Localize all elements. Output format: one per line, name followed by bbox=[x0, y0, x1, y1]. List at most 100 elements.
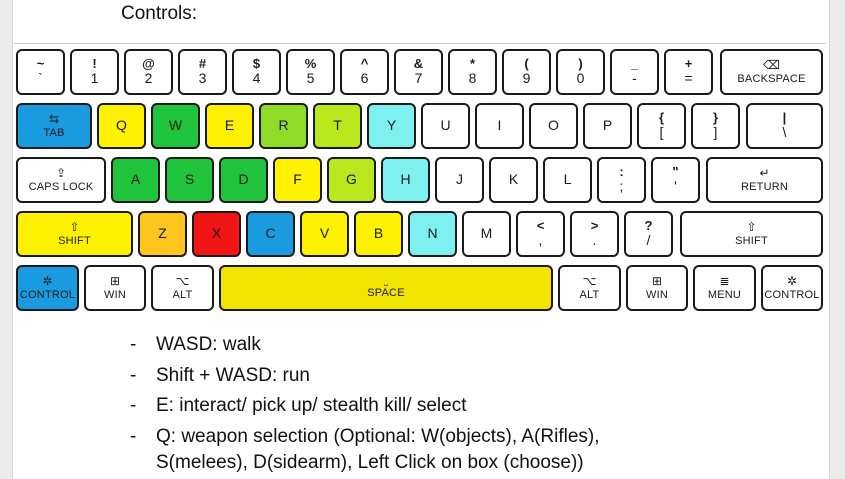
key-bottom-char: 2 bbox=[144, 70, 153, 87]
key-label: CONTROL bbox=[764, 288, 820, 301]
key-u: U bbox=[421, 103, 470, 149]
key-period: >. bbox=[570, 211, 619, 257]
key-y: Y bbox=[367, 103, 416, 149]
key-top-char: < bbox=[536, 218, 545, 234]
key-f: F bbox=[273, 157, 322, 203]
key-letter: B bbox=[373, 225, 384, 242]
controls-list: -WASD: walk -Shift + WASD: run -E: inter… bbox=[130, 330, 600, 452]
key-top-char: ) bbox=[578, 56, 583, 72]
shift-icon: ⇧ bbox=[746, 220, 757, 235]
key-top-char: | bbox=[782, 110, 787, 126]
key-d: D bbox=[219, 157, 268, 203]
key-minus: _- bbox=[610, 49, 659, 95]
list-item-text: Q: weapon selection (Optional: W(objects… bbox=[156, 425, 600, 447]
control-icon: ✲ bbox=[42, 274, 53, 289]
key-label: RETURN bbox=[740, 180, 789, 193]
key-9: (9 bbox=[502, 49, 551, 95]
list-item: -Q: weapon selection (Optional: W(object… bbox=[130, 422, 600, 453]
key-label: CAPS LOCK bbox=[28, 180, 94, 193]
list-item: -WASD: walk bbox=[130, 330, 600, 361]
list-dash: - bbox=[130, 395, 137, 417]
key-letter: J bbox=[456, 171, 463, 188]
key-i: I bbox=[475, 103, 524, 149]
key-letter: S bbox=[184, 171, 195, 188]
key-letter: R bbox=[278, 117, 289, 134]
key-top-char: ( bbox=[524, 56, 529, 72]
key-shift-right: ⇧SHIFT bbox=[680, 211, 823, 257]
key-s: S bbox=[165, 157, 214, 203]
key-top-char: { bbox=[658, 110, 665, 126]
key-label: SHIFT bbox=[58, 234, 91, 247]
alt-icon: ⌥ bbox=[175, 274, 190, 289]
key-letter: Q bbox=[116, 117, 127, 134]
key-bottom-char: [ bbox=[659, 124, 664, 141]
key-label: SPACE bbox=[367, 286, 405, 299]
key-backspace: ⌫BACKSPACE bbox=[720, 49, 823, 95]
list-item: -Shift + WASD: run bbox=[130, 361, 600, 392]
key-bottom-char: ; bbox=[619, 178, 624, 195]
key-g: G bbox=[327, 157, 376, 203]
key-letter: H bbox=[400, 171, 411, 188]
key-backslash: |\ bbox=[746, 103, 823, 149]
key-shift-left: ⇧SHIFT bbox=[16, 211, 133, 257]
caps-lock-icon: ⇪ bbox=[55, 166, 67, 181]
list-dash: - bbox=[130, 364, 137, 386]
key-top-char: $ bbox=[252, 56, 261, 72]
key-letter: C bbox=[265, 225, 276, 242]
key-bottom-char: , bbox=[538, 232, 543, 249]
key-top-char: * bbox=[469, 56, 476, 72]
key-top-char: % bbox=[304, 56, 317, 72]
key-menu: ≣MENU bbox=[693, 265, 756, 311]
key-1: !1 bbox=[70, 49, 119, 95]
key-top-char: ! bbox=[92, 56, 97, 72]
key-l: L bbox=[543, 157, 592, 203]
control-icon: ✲ bbox=[786, 274, 798, 289]
key-bottom-char: / bbox=[646, 232, 651, 249]
key-letter: G bbox=[346, 171, 357, 188]
list-dash: - bbox=[130, 425, 137, 447]
key-win-left: ⊞WIN bbox=[84, 265, 146, 311]
key-bottom-char: . bbox=[592, 232, 597, 249]
list-dash: - bbox=[130, 334, 137, 356]
backspace-icon: ⌫ bbox=[763, 58, 780, 73]
key-p: P bbox=[583, 103, 632, 149]
key-label: BACKSPACE bbox=[737, 72, 806, 85]
key-tab: ⇆TAB bbox=[16, 103, 92, 149]
key-v: V bbox=[300, 211, 349, 257]
key-bottom-char: 5 bbox=[306, 70, 315, 87]
key-label: ALT bbox=[579, 288, 600, 301]
key-equals: += bbox=[664, 49, 713, 95]
key-bottom-char: 3 bbox=[198, 70, 207, 87]
key-label: MENU bbox=[707, 288, 742, 301]
key-bottom-char: 7 bbox=[414, 70, 423, 87]
key-4: $4 bbox=[232, 49, 281, 95]
key-w: W bbox=[151, 103, 200, 149]
key-c: C bbox=[246, 211, 295, 257]
key-label: WIN bbox=[104, 288, 126, 301]
key-bottom-char: 9 bbox=[522, 70, 531, 87]
list-item-text: E: interact/ pick up/ stealth kill/ sele… bbox=[156, 395, 467, 417]
key-alt-right: ⌥ALT bbox=[558, 265, 621, 311]
keyboard-diagram: ~` !1 @2 #3 $4 %5 ^6 &7 *8 (9 )0 _- += ⌫… bbox=[14, 43, 826, 316]
key-top-char: & bbox=[413, 56, 424, 72]
list-item-text: WASD: walk bbox=[156, 334, 261, 356]
key-letter: Z bbox=[158, 225, 167, 242]
key-label: ALT bbox=[172, 288, 193, 301]
key-letter: N bbox=[427, 225, 438, 242]
key-top-char: _ bbox=[630, 56, 639, 72]
alt-icon: ⌥ bbox=[582, 274, 597, 289]
key-letter: I bbox=[497, 117, 502, 134]
key-e: E bbox=[205, 103, 254, 149]
key-label: WIN bbox=[646, 288, 668, 301]
key-7: &7 bbox=[394, 49, 443, 95]
key-top-char: + bbox=[684, 56, 693, 72]
key-bottom-char: \ bbox=[782, 124, 787, 141]
key-letter: P bbox=[602, 117, 613, 134]
key-letter: A bbox=[130, 171, 141, 188]
key-right-bracket: }] bbox=[691, 103, 740, 149]
windows-icon: ⊞ bbox=[109, 274, 121, 289]
key-m: M bbox=[462, 211, 511, 257]
key-5: %5 bbox=[286, 49, 335, 95]
key-3: #3 bbox=[178, 49, 227, 95]
key-letter: E bbox=[224, 117, 235, 134]
